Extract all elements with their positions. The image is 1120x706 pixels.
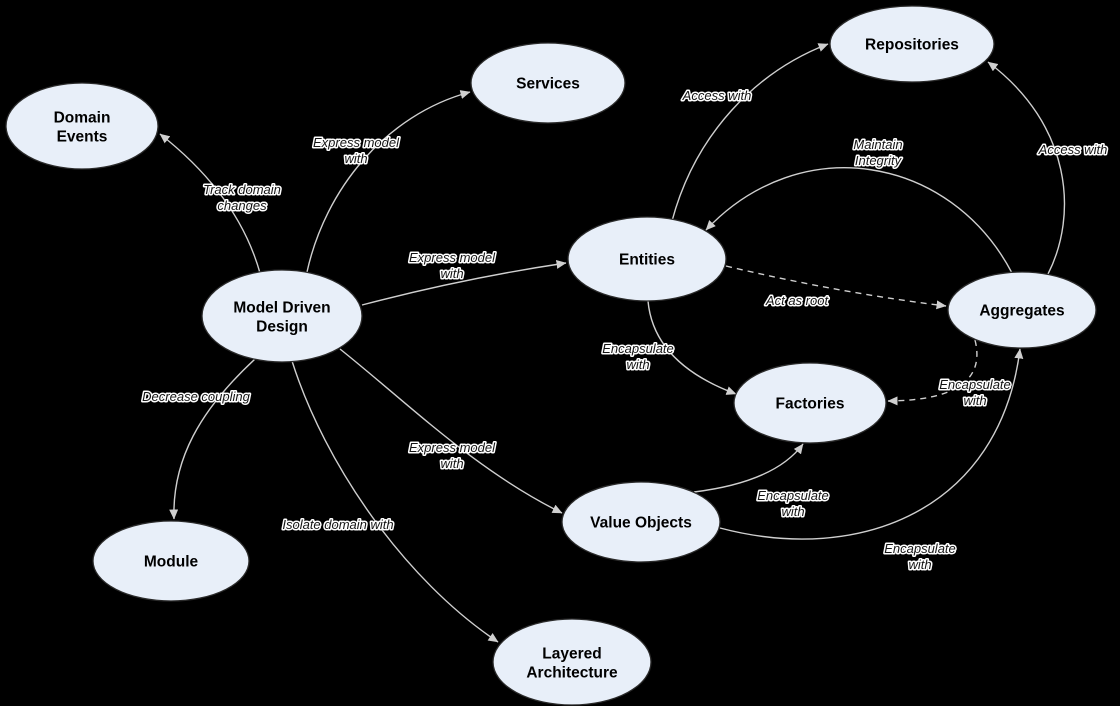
edge-label-aggregates-to-repositories: Access with [1038,142,1108,157]
node-label-entities: Entities [619,252,675,269]
node-shape-domain-events [5,82,159,170]
node-aggregates: Aggregates [947,271,1097,349]
edge-value-objects-to-factories [693,443,804,493]
node-shape-factories [733,362,887,444]
edge-aggregates-to-repositories [987,61,1066,275]
edge-label-entities-to-aggregates: Act as root [765,293,830,308]
node-shape-value-objects [561,481,721,563]
edge-label-entities-to-repositories: Access with [682,88,752,103]
edge-entities-to-factories [647,300,737,395]
edge-label-mdd-to-module: Decrease coupling [142,389,250,404]
node-shape-entities [567,216,727,302]
node-label-repositories: Repositories [865,37,959,54]
node-label-aggregates: Aggregates [979,303,1064,320]
edge-mdd-to-value-objects [339,348,563,514]
node-shape-model-driven-design [201,269,363,363]
node-label-factories: Factories [776,396,845,413]
node-entities: Entities [567,216,727,302]
node-value-objects: Value Objects [561,481,721,563]
edge-label-mdd-to-layered-architecture: Isolate domain with [282,517,393,532]
edge-value-objects-to-aggregates [719,348,1024,540]
node-shape-module [92,520,250,602]
edge-aggregates-to-entities [705,167,1013,274]
node-factories: Factories [733,362,887,444]
edge-mdd-to-entities [361,259,567,306]
node-label-services: Services [516,76,580,93]
node-repositories: Repositories [829,5,995,83]
edge-entities-to-aggregates [725,265,947,310]
edge-aggregates-to-factories [887,339,978,406]
edge-mdd-to-layered-architecture [291,360,499,643]
node-shape-services [470,42,626,124]
node-shape-aggregates [947,271,1097,349]
node-shape-layered-architecture [492,618,652,706]
node-label-value-objects: Value Objects [590,515,692,532]
node-label-module: Module [144,554,199,571]
edge-mdd-to-services [306,90,471,273]
edge-mdd-to-module [169,358,256,520]
node-module: Module [92,520,250,602]
edge-mdd-to-domain-events [159,133,261,274]
node-shape-repositories [829,5,995,83]
edge-entities-to-repositories [671,43,829,222]
node-services: Services [470,42,626,124]
